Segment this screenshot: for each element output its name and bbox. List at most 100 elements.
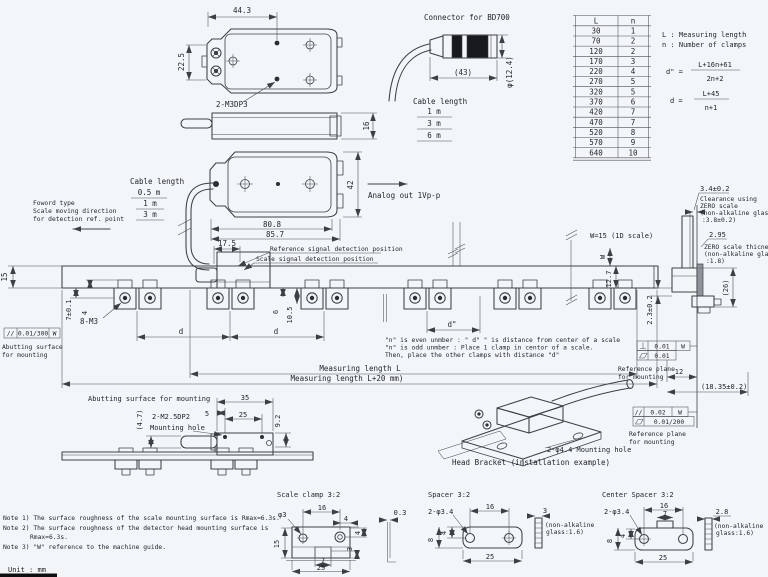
dim-18-35: (18.35±0.2) — [701, 383, 747, 391]
notes-block: Note 1) The surface roughness of the sca… — [0, 515, 280, 577]
svg-text:7: 7 — [321, 557, 325, 565]
dim-5: 5 — [205, 410, 209, 418]
svg-text:3: 3 — [543, 507, 547, 515]
svg-text:W: W — [678, 409, 682, 416]
dim-dia-12-4: φ(12.4) — [505, 56, 514, 88]
svg-text:glass:1.6): glass:1.6) — [546, 529, 584, 536]
note-2: Note 2) The surface roughness of the det… — [3, 525, 269, 532]
svg-text:0.01/200: 0.01/200 — [654, 419, 685, 426]
svg-text:15: 15 — [273, 540, 281, 548]
svg-text:3: 3 — [631, 57, 636, 66]
dim-2-phi34: 2-φ3.4 — [428, 508, 453, 516]
svg-text:4: 4 — [440, 531, 448, 535]
svg-text:2: 2 — [631, 47, 636, 56]
svg-text:1: 1 — [631, 27, 636, 36]
parallelism-frame-2: // 0.02 W — [632, 406, 689, 417]
formula-d2: d" = — [666, 68, 683, 76]
svg-text:Reference plane: Reference plane — [618, 366, 675, 373]
break-mark-icon — [565, 229, 578, 306]
svg-text:7: 7 — [631, 118, 636, 127]
svg-text:640: 640 — [589, 148, 603, 157]
head-detail-view: 42 80.8 85.7 Analog out 1Vp-p — [209, 151, 441, 242]
svg-text:4: 4 — [344, 515, 348, 523]
svg-text:Clearance using: Clearance using — [700, 196, 757, 203]
svg-text:L+45: L+45 — [703, 90, 720, 98]
svg-text:(non-alkaline: (non-alkaline — [714, 523, 763, 530]
sheet-edge-bar — [0, 573, 57, 577]
dim-phi3: φ3 — [278, 511, 286, 519]
cable-length-title-2: Cable length — [130, 177, 184, 186]
svg-text:25: 25 — [317, 564, 325, 572]
abutting-label: Abutting surface for mounting — [88, 395, 210, 403]
perpendicular-icon — [640, 342, 646, 349]
head-top-view: 44.3 22.5 2-M3DP3 — [177, 6, 343, 109]
dim-3-4: 3.4±0.2 — [700, 185, 730, 193]
svg-text:6: 6 — [631, 98, 636, 107]
analog-out-label: Analog out 1Vp-p — [368, 191, 441, 200]
ref-signal-label: Reference signal detection position — [270, 246, 403, 253]
svg-text:2n+2: 2n+2 — [707, 75, 724, 83]
svg-text:170: 170 — [589, 57, 603, 66]
measuring-length-l: Measuring length L — [319, 364, 401, 373]
svg-text:for detection ref. point: for detection ref. point — [33, 216, 124, 223]
label-mounting-hole: Mounting hole — [150, 424, 205, 432]
svg-text:10: 10 — [628, 148, 638, 157]
svg-text:7: 7 — [663, 510, 667, 518]
svg-text:0.01: 0.01 — [654, 353, 669, 360]
cable-option: 1 m — [427, 107, 441, 116]
note-1: Note 1) The surface roughness of the sca… — [3, 515, 280, 522]
clamp-note-3: Then, place the other clamps with distan… — [385, 352, 559, 359]
main-elevation: Reference signal detection position Scal… — [0, 222, 672, 388]
svg-text:520: 520 — [589, 128, 603, 137]
svg-text:220: 220 — [589, 67, 603, 76]
dim-43: (43) — [454, 68, 472, 77]
scale-clamps — [113, 279, 637, 310]
svg-text:16: 16 — [318, 504, 326, 512]
svg-text:for mounting: for mounting — [2, 352, 48, 359]
svg-text:4: 4 — [354, 531, 362, 535]
svg-text:ZERO scale: ZERO scale — [700, 203, 738, 210]
svg-text:Rmax=6.3s.: Rmax=6.3s. — [30, 534, 68, 541]
dim-15: 15 — [0, 272, 9, 281]
dim-35: 35 — [241, 394, 249, 402]
label-w15: W=15 (1D scale) — [590, 232, 653, 240]
dim-9-2: 9.2 — [274, 415, 282, 428]
svg-text:0.5 m: 0.5 m — [138, 188, 161, 197]
dim-12-7: 12.7 — [605, 271, 613, 288]
clamp-note-2: "n" is odd unmber : Place 1 clamp in cen… — [385, 345, 594, 352]
dim-6: 6 — [272, 310, 280, 314]
bracket-caption: Head Bracket (installation example) — [452, 458, 610, 467]
center-spacer-title: Center Spacer 3:2 — [602, 491, 674, 499]
center-spacer-detail: Center Spacer 3:2 2-φ3.4 16 7 4 8 25 2.8… — [602, 491, 763, 565]
svg-text:9: 9 — [631, 138, 636, 147]
svg-text:16: 16 — [486, 503, 494, 511]
dim-16: 16 — [362, 121, 371, 131]
svg-text:for mounting: for mounting — [629, 439, 675, 446]
head-bracket: 2-φ4.4 Mounting hole Head Bracket (insta… — [437, 379, 634, 467]
svg-text:570: 570 — [589, 138, 603, 147]
flatness-frame: 0.01 — [636, 350, 677, 361]
dim-w: W — [599, 254, 607, 259]
cross-section: 3.4±0.2 Clearance using ZERO scale (non-… — [618, 185, 768, 446]
cable-length-title: Cable length — [413, 97, 467, 106]
svg-text:3: 3 — [346, 547, 354, 551]
svg-text:Abutting surface: Abutting surface — [2, 344, 63, 351]
svg-text:0.02: 0.02 — [650, 409, 665, 416]
scale-signal-label: Scale signal detection position — [256, 256, 374, 263]
svg-text:(non-alkaline: (non-alkaline — [545, 522, 594, 529]
svg-text:470: 470 — [589, 118, 603, 127]
spacer-detail: Spacer 3:2 2-φ3.4 16 4 8 25 3 (non-alkal… — [427, 491, 594, 564]
break-mark-icon — [447, 243, 466, 259]
label-2-m3dp3: 2-M3DP3 — [216, 100, 248, 109]
svg-text:2: 2 — [631, 37, 636, 46]
perpendicularity-frame: 0.01 W — [636, 340, 691, 351]
svg-text:Reference plane: Reference plane — [629, 431, 686, 438]
svg-text::3.8±0.2): :3.8±0.2) — [702, 217, 736, 224]
dim-d-double: d" — [447, 320, 456, 329]
dim-d: d — [179, 327, 184, 336]
flatness-icon — [635, 419, 644, 425]
dim-17-5: 17.5 — [218, 239, 236, 248]
dim-22-5: 22.5 — [177, 53, 186, 71]
